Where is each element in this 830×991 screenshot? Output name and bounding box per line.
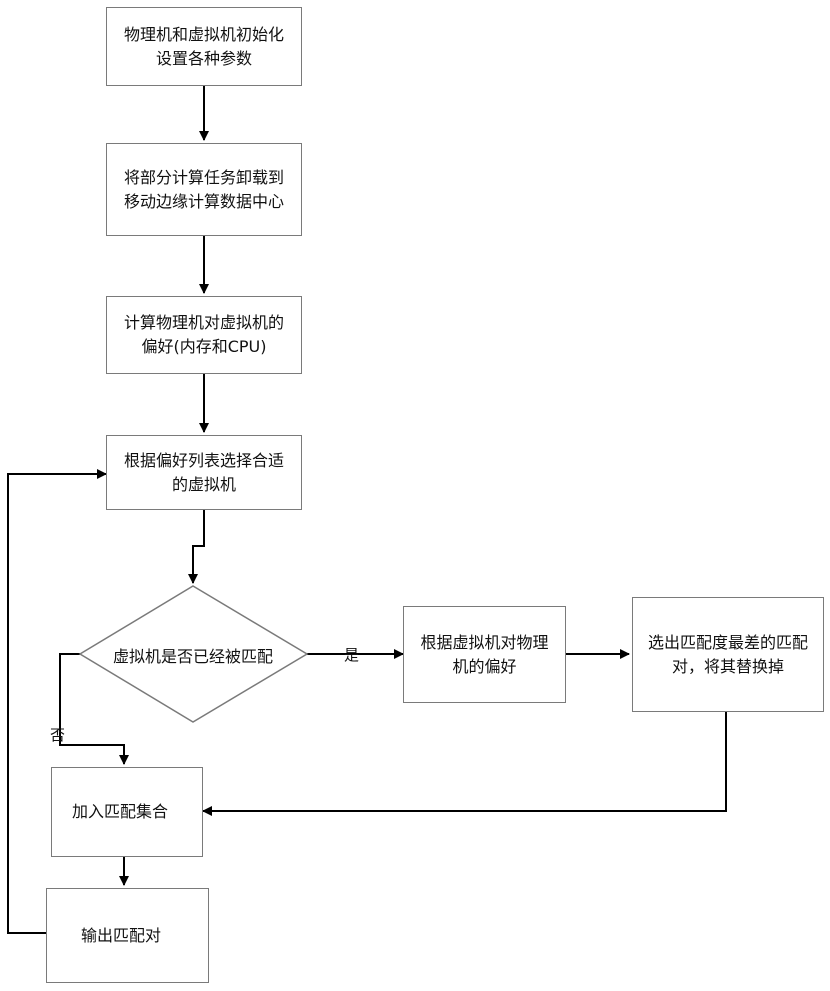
select-step-line2: 的虚拟机 [124, 473, 284, 497]
replace-step-box: 选出匹配度最差的匹配对，将其替换掉 [632, 597, 824, 712]
join-set-label: 加入匹配集合 [72, 800, 168, 824]
select-step-line1: 根据偏好列表选择合适 [124, 449, 284, 473]
no-edge-label: 否 [50, 724, 65, 745]
replace-step-line1: 选出匹配度最差的匹配 [648, 631, 808, 655]
init-step-box: 物理机和虚拟机初始化设置各种参数 [106, 7, 302, 86]
edge-replace-to-join [203, 712, 726, 811]
edge-select-to-decision [193, 510, 204, 583]
yes-edge-label: 是 [344, 644, 359, 665]
replace-step-line2: 对，将其替换掉 [648, 655, 808, 679]
preference-step-line2: 偏好(内存和CPU) [124, 335, 284, 359]
vm-preference-box: 根据虚拟机对物理机的偏好 [403, 606, 566, 703]
output-box: 输出匹配对 [46, 888, 209, 983]
select-step-box: 根据偏好列表选择合适的虚拟机 [106, 435, 302, 510]
join-set-box: 加入匹配集合 [51, 767, 203, 857]
vm-preference-line2: 机的偏好 [420, 655, 548, 679]
output-label: 输出匹配对 [81, 924, 161, 948]
preference-step-box: 计算物理机对虚拟机的偏好(内存和CPU) [106, 296, 302, 374]
offload-step-line1: 将部分计算任务卸载到 [124, 166, 284, 190]
decision-label: 虚拟机是否已经被匹配 [103, 643, 283, 667]
vm-preference-line1: 根据虚拟机对物理 [420, 631, 548, 655]
offload-step-box: 将部分计算任务卸载到移动边缘计算数据中心 [106, 143, 302, 236]
offload-step-line2: 移动边缘计算数据中心 [124, 190, 284, 214]
init-step-line1: 物理机和虚拟机初始化 [124, 23, 284, 47]
preference-step-line1: 计算物理机对虚拟机的 [124, 311, 284, 335]
edge-output-loop-back [8, 474, 106, 933]
init-step-line2: 设置各种参数 [124, 47, 284, 71]
